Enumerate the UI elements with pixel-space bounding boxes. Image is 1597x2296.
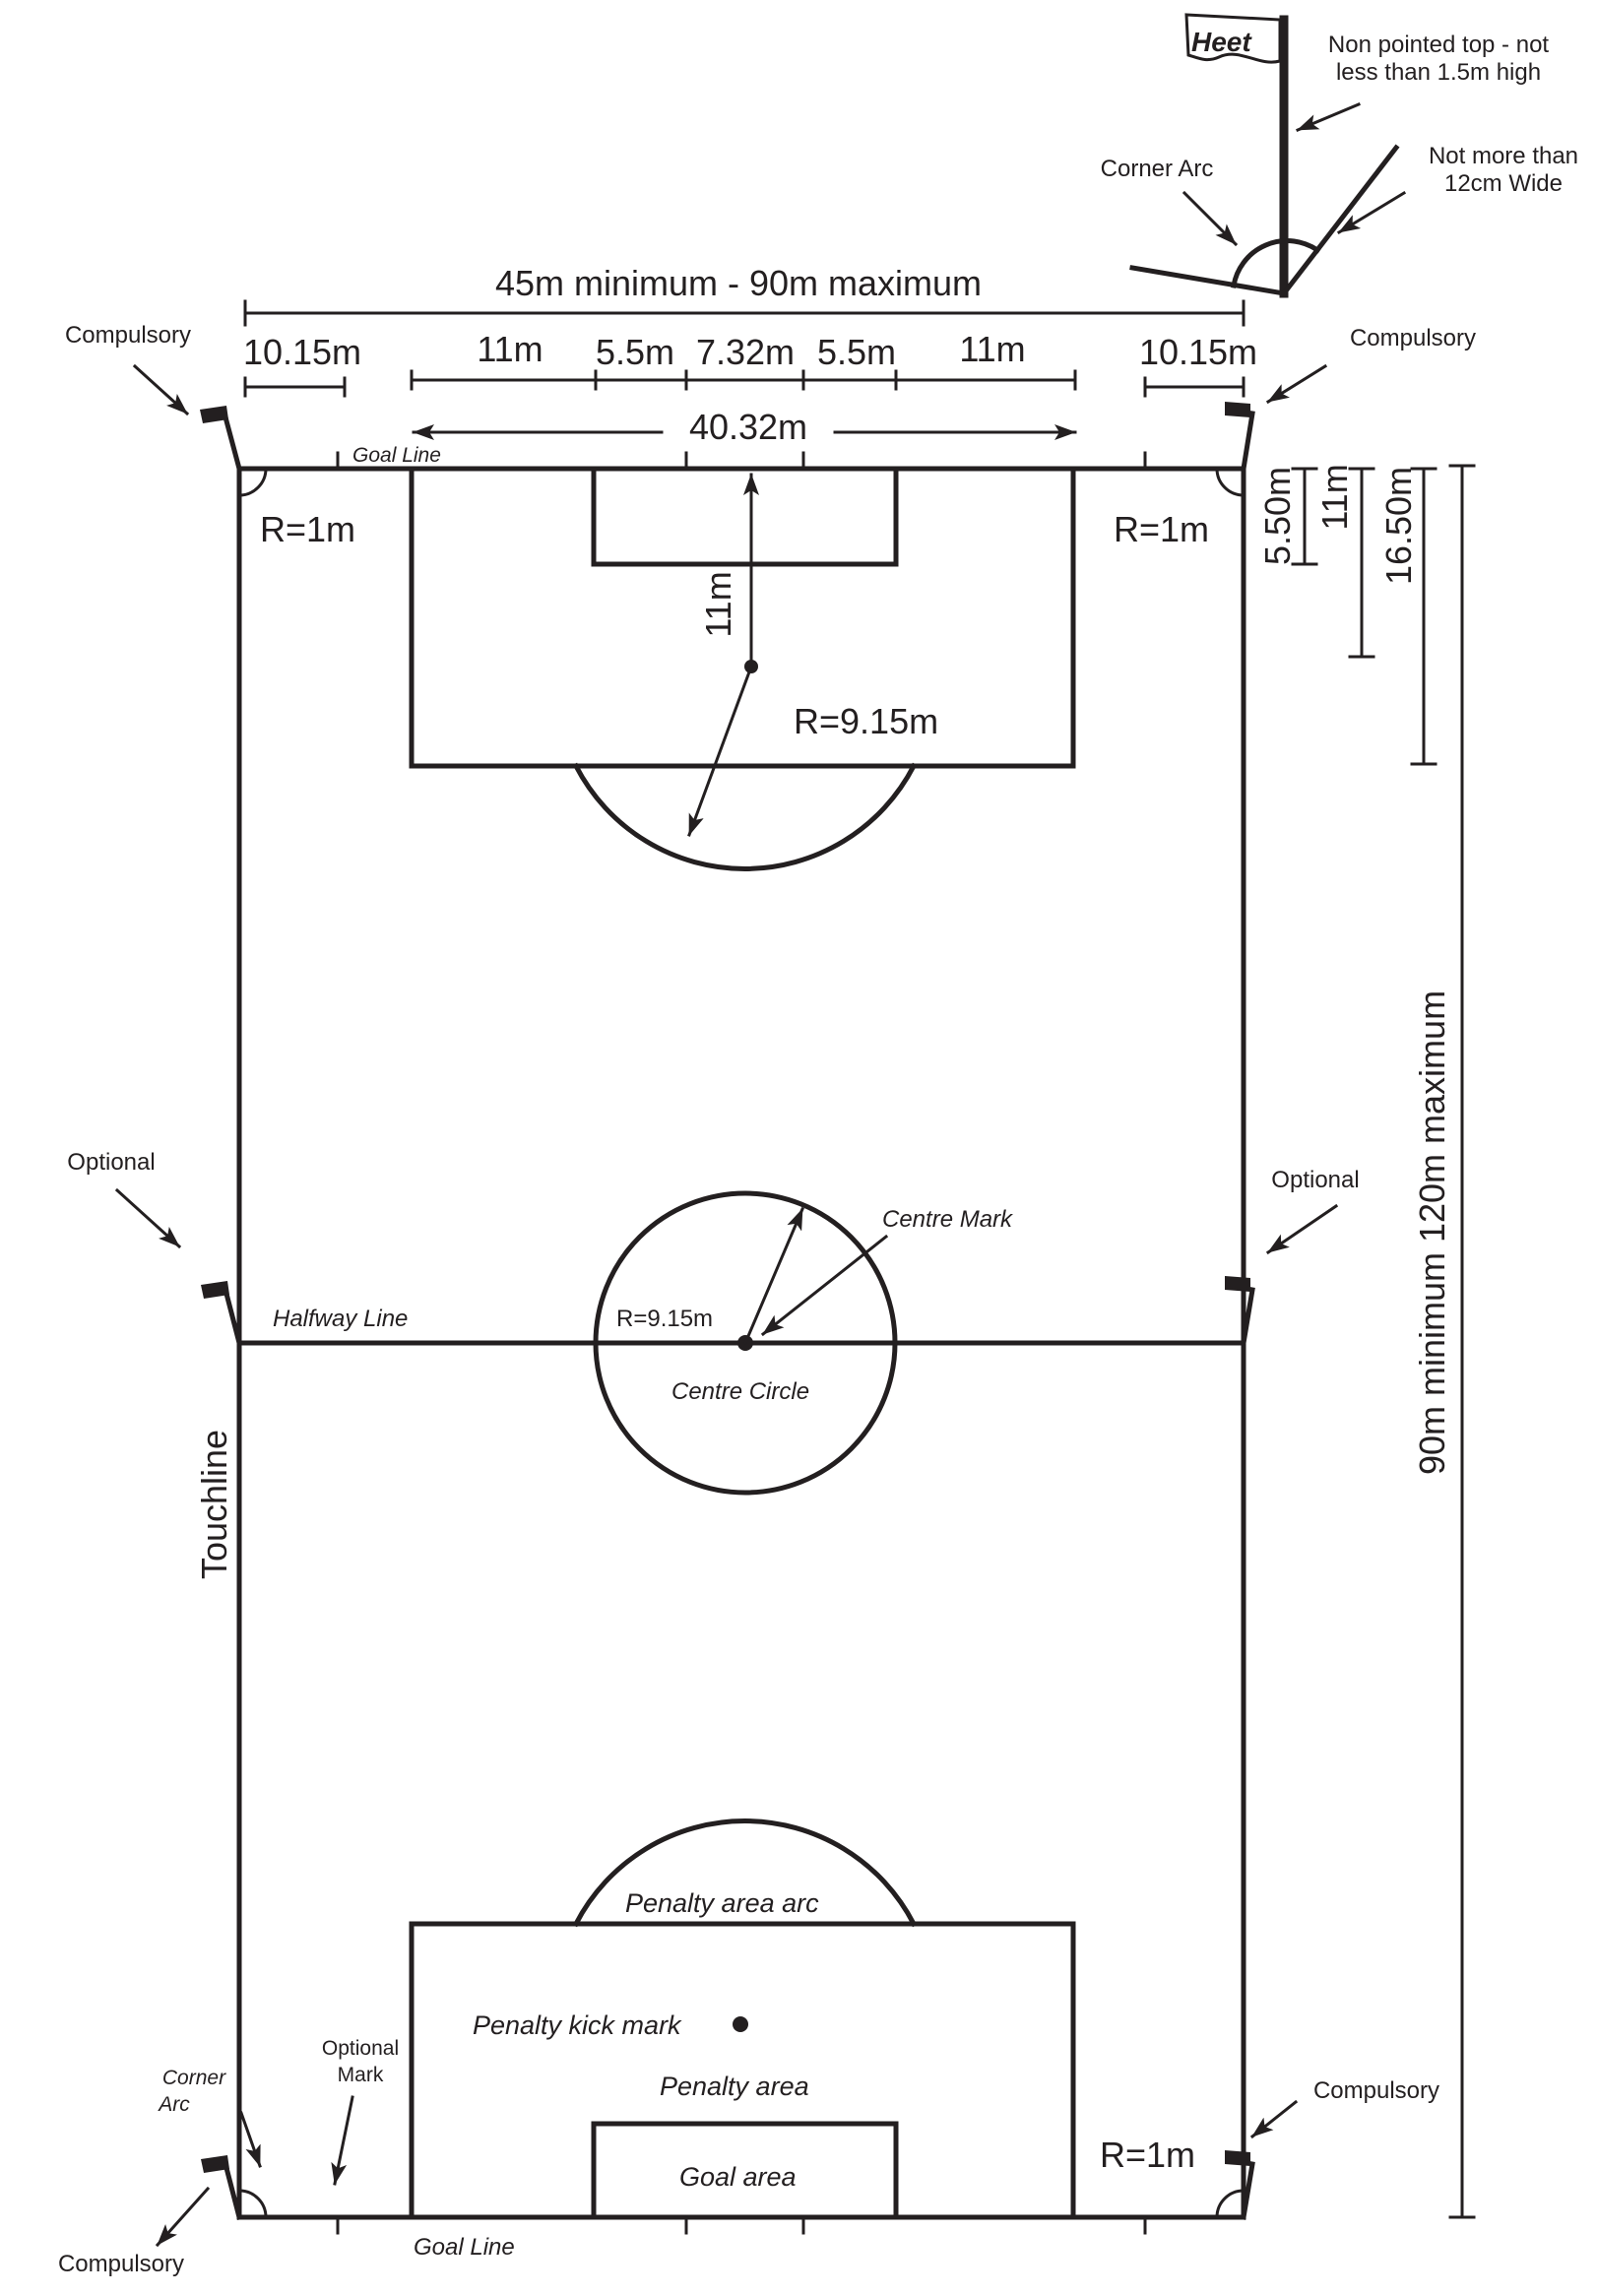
corner-flag-top-right [1225,402,1255,472]
goal-line-bottom-label: Goal Line [414,2234,515,2261]
pitch [236,451,1246,2235]
compulsory-bottom-left: Compulsory [58,2251,184,2277]
dim-flank-right: 10.15m [1139,332,1257,372]
dim-penalty-area-width: 40.32m [689,407,807,447]
dim-11m-left: 11m [477,329,543,369]
dim-penalty-area-depth: 16.50m [1378,467,1419,585]
annotation-arrows [114,102,1407,2248]
dimension-lines [243,299,1476,2219]
top-penalty-arc [572,762,918,871]
touchline-stub [1280,144,1400,297]
corner-arc-bottom-label-line1: Corner [162,2067,226,2089]
arc-radius-label: R=9.15m [794,701,938,741]
corner-arc-bottom-label-line2: Arc [157,2093,190,2116]
penalty-kick-mark-label: Penalty kick mark [473,2010,682,2040]
compulsory-top-right: Compulsory [1350,325,1476,351]
optional-left: Optional [67,1149,155,1176]
top-goal-area [591,466,899,567]
halfway-line-label: Halfway Line [273,1306,408,1332]
corner-flags [200,402,1255,2221]
penalty-area-label: Penalty area [660,2072,809,2101]
goal-line-stub [1129,265,1287,296]
dim-5-5m-left: 5.5m [596,332,674,372]
corner-flag-bottom-left [201,2155,243,2221]
compulsory-bottom-right: Compulsory [1313,2077,1439,2104]
goal-line-top-label: Goal Line [352,444,441,467]
dim-5-5m-right: 5.5m [817,332,896,372]
length-range-label: 90m minimum 120m maximum [1412,990,1452,1475]
optional-right: Optional [1271,1167,1359,1193]
centre-circle-label: Centre Circle [671,1378,809,1405]
corner-arc-top-right [1215,467,1246,497]
corner-radius-top-right: R=1m [1114,509,1209,549]
bottom-penalty-arc [572,1818,918,1928]
centre-circle [593,1190,898,1496]
corner-flag-right-halfway [1225,1276,1255,1346]
corner-flag-left-halfway [201,1281,243,1347]
top-penalty-area [409,466,1076,769]
spot-distance-label: 11m [698,571,738,637]
compulsory-top-left: Compulsory [65,322,191,349]
optional-mark-label-line2: Mark [338,2064,384,2086]
touchline-label: Touchline [194,1430,234,1579]
flag-brand-text: Heet [1191,27,1252,57]
corner-arc-bottom-right [1215,2189,1246,2219]
corner-arc-bottom-left [237,2189,268,2219]
dim-goal-area-depth: 5.50m [1257,467,1298,565]
dim-11m-right: 11m [959,329,1025,369]
penalty-area-arc-label: Penalty area arc [625,1888,819,1918]
corner-flag-bottom-right [1225,2150,1255,2220]
corner-arc-top-label: Corner Arc [1101,156,1214,182]
dim-goal-width: 7.32m [696,332,795,372]
centre-radius-label: R=9.15m [616,1306,713,1332]
goal-area-label: Goal area [679,2162,797,2192]
dim-spot-depth: 11m [1314,464,1355,530]
corner-flag-top-left [200,406,243,473]
optional-mark-label-line1: Optional [322,2037,399,2060]
corner-radius-top-left: R=1m [260,509,355,549]
optional-marks [336,451,1147,2235]
centre-mark-label: Centre Mark [882,1206,1014,1233]
corner-radius-bottom-right: R=1m [1100,2135,1195,2175]
penalty-kick-mark-dot [733,2016,748,2032]
width-range-label: 45m minimum - 90m maximum [495,263,982,303]
dim-flank-left: 10.15m [243,332,361,372]
bottom-goal-area [591,2121,899,2220]
corner-arc-top-left [237,467,268,497]
flag-detail-corner-arc [1231,238,1321,288]
flag-banner [1184,13,1282,64]
